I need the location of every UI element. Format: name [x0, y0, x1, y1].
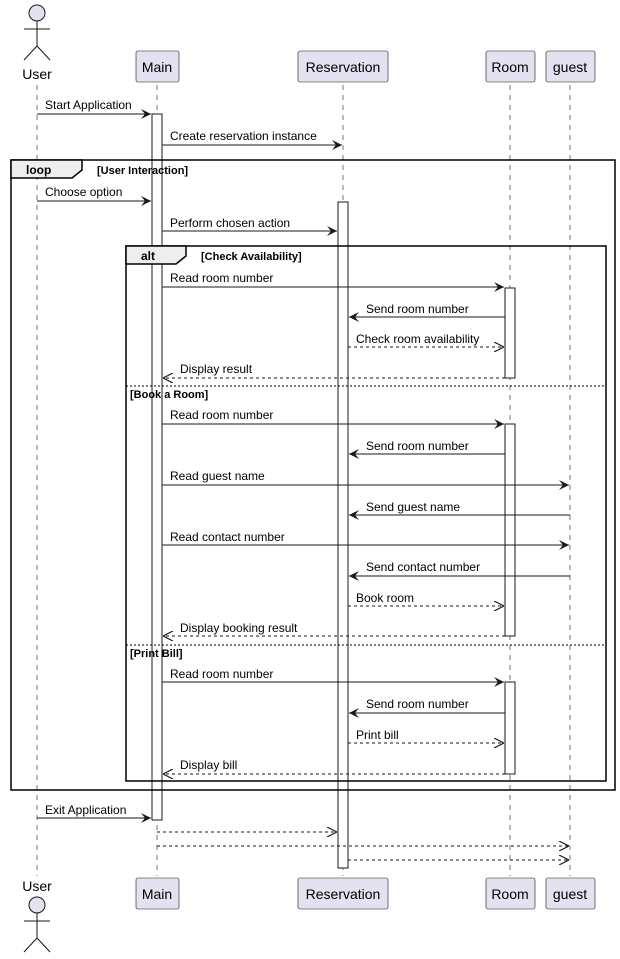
- activation-main: [151, 113, 163, 821]
- message-label-create-reservation: Create reservation instance: [170, 129, 317, 143]
- message-label-send-room-number-3: Send room number: [366, 697, 469, 711]
- message-label-choose-option: Choose option: [45, 185, 122, 199]
- activation-reservation: [337, 201, 349, 869]
- message-label-read-room-number-1: Read room number: [170, 271, 273, 285]
- participant-room-top-label: Room: [491, 59, 528, 75]
- participant-guest-top: guest: [545, 50, 596, 83]
- user-actor-icon: [28, 4, 46, 22]
- participants-bottom: User Main Reservation Room guest: [22, 877, 596, 953]
- participant-main-top-label: Main: [142, 59, 172, 75]
- message-label-display-booking-result: Display booking result: [180, 621, 298, 635]
- alt-guard-book-room: [Book a Room]: [130, 389, 209, 401]
- participant-room-bottom: Room: [485, 877, 536, 910]
- participant-guest-top-label: guest: [553, 59, 587, 75]
- participant-reservation-bottom-label: Reservation: [306, 886, 381, 902]
- participants-top: User Main Reservation Room guest: [22, 4, 596, 83]
- activation-room-bill: [504, 681, 516, 775]
- participant-reservation-top: Reservation: [297, 50, 389, 83]
- participant-guest-bottom: guest: [545, 877, 596, 910]
- participant-room-bottom-label: Room: [491, 886, 528, 902]
- activation-room-book: [504, 423, 516, 637]
- message-label-send-guest-name: Send guest name: [366, 500, 460, 514]
- message-label-check-availability: Check room availability: [356, 332, 479, 346]
- message-label-display-bill: Display bill: [180, 758, 237, 772]
- loop-guard: [User Interaction]: [97, 165, 188, 177]
- message-label-send-contact-number: Send contact number: [366, 560, 480, 574]
- alt-guard-print-bill: [Print Bill]: [130, 648, 183, 660]
- loop-frame: loop [User Interaction]: [10, 159, 616, 791]
- actor-user-bottom: [23, 896, 51, 953]
- alt-keyword: alt: [141, 249, 155, 263]
- message-label-send-room-number-1: Send room number: [366, 302, 469, 316]
- activation-room-check: [504, 287, 516, 379]
- message-label-print-bill: Print bill: [356, 728, 399, 742]
- participant-reservation-bottom: Reservation: [297, 877, 389, 910]
- participant-main-top: Main: [135, 50, 180, 83]
- alt-frame: alt [Check Availability] [Book a Room] […: [125, 245, 607, 782]
- alt-guard-check-availability: [Check Availability]: [201, 251, 302, 263]
- message-label-start-application: Start Application: [45, 98, 132, 112]
- actor-user-top: [23, 4, 51, 61]
- participant-main-bottom-label: Main: [142, 886, 172, 902]
- participant-main-bottom: Main: [135, 877, 180, 910]
- participant-reservation-top-label: Reservation: [306, 59, 381, 75]
- message-label-read-guest-name: Read guest name: [170, 469, 265, 483]
- message-label-read-contact-number: Read contact number: [170, 530, 285, 544]
- message-label-display-result: Display result: [180, 362, 253, 376]
- participant-guest-bottom-label: guest: [553, 886, 587, 902]
- message-label-read-room-number-2: Read room number: [170, 408, 273, 422]
- messages: [37, 109, 570, 860]
- message-labels: Start Application Create reservation ins…: [45, 98, 480, 817]
- message-label-read-room-number-3: Read room number: [170, 667, 273, 681]
- participant-user-bottom: User: [22, 878, 52, 894]
- message-label-perform-action: Perform chosen action: [170, 216, 290, 230]
- participant-room-top: Room: [485, 50, 536, 83]
- message-label-book-room: Book room: [356, 591, 414, 605]
- message-label-send-room-number-2: Send room number: [366, 439, 469, 453]
- activations: [151, 113, 516, 869]
- loop-keyword: loop: [26, 163, 51, 177]
- user-actor-bottom-icon: [28, 896, 46, 914]
- lifelines: [36, 85, 571, 876]
- participant-user-top: User: [22, 66, 52, 82]
- message-label-exit-application: Exit Application: [45, 803, 126, 817]
